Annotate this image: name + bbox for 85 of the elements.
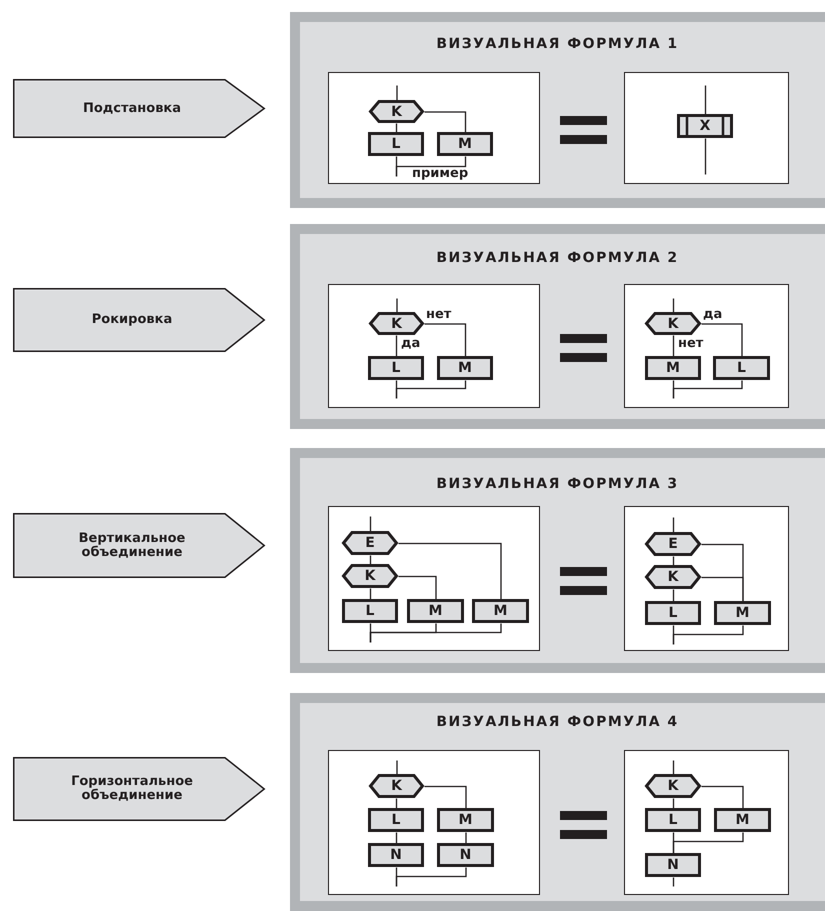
action-box: L <box>342 599 398 623</box>
formula-panel <box>290 12 825 208</box>
condition-hexagon: K <box>369 312 424 335</box>
connector-line <box>369 588 371 599</box>
panel-title: ВИЗУАЛЬНАЯ ФОРМУЛА 1 <box>435 36 680 52</box>
formula-frame <box>328 750 540 895</box>
action-box: N <box>645 853 701 877</box>
formula-panel <box>290 448 825 673</box>
connector-line <box>672 335 674 356</box>
action-box: M <box>407 599 464 623</box>
connector-line <box>672 517 674 532</box>
connector-line <box>395 867 466 886</box>
action-box: M <box>714 808 771 832</box>
connector-line <box>701 576 744 601</box>
action-box: M <box>472 599 529 623</box>
connector-line <box>672 832 744 853</box>
connector-line <box>395 380 466 398</box>
condition-hexagon: E <box>342 531 398 555</box>
formula-frame <box>624 72 789 184</box>
action-box: L <box>645 601 701 625</box>
panel-title: ВИЗУАЛЬНАЯ ФОРМУЛА 2 <box>435 250 680 266</box>
formula-frame <box>328 72 540 184</box>
arrow-tag: Рокировка <box>13 288 265 352</box>
connector-line <box>424 322 466 356</box>
formula-panel <box>290 693 825 911</box>
note-label: пример <box>412 166 468 181</box>
connector-line <box>424 785 466 808</box>
arrow-tag: Горизонтальное объединение <box>13 757 265 821</box>
panel-title: ВИЗУАЛЬНАЯ ФОРМУЛА 3 <box>435 476 680 492</box>
condition-hexagon: K <box>645 774 701 798</box>
action-box: L <box>645 808 701 832</box>
connector-line <box>672 798 674 808</box>
arrow-tag: Вертикальное объединение <box>13 513 265 578</box>
connector-line <box>704 138 706 174</box>
formula-panel <box>290 224 825 429</box>
connector-line <box>396 760 398 774</box>
arrow-tag: Подстановка <box>13 79 265 138</box>
connector-line <box>672 625 744 644</box>
connector-line <box>369 623 502 642</box>
formula-frame <box>328 284 540 408</box>
action-box: M <box>645 356 701 380</box>
formula-frame <box>624 750 789 895</box>
connector-line <box>396 298 398 312</box>
connector-line <box>424 110 466 132</box>
edge-label: нет <box>426 306 452 322</box>
connector-line <box>398 542 502 599</box>
connector-line <box>395 335 397 356</box>
connector-line <box>704 85 706 114</box>
action-box: L <box>713 356 770 380</box>
action-box: M <box>437 356 493 380</box>
connector-line <box>672 589 674 601</box>
edge-label: нет <box>678 336 704 351</box>
condition-hexagon: K <box>645 565 701 589</box>
condition-hexagon: K <box>369 100 424 123</box>
action-box: L <box>368 356 424 380</box>
action-box: L <box>368 808 424 832</box>
edge-label: да <box>401 336 420 351</box>
connector-line <box>701 322 742 356</box>
action-box: N <box>368 843 424 867</box>
connector-line <box>395 156 466 176</box>
connector-line <box>395 798 397 808</box>
connector-line <box>701 785 744 808</box>
condition-hexagon: E <box>645 532 701 556</box>
action-box: N <box>437 843 494 867</box>
connector-line <box>369 516 371 531</box>
connector-line <box>395 832 397 843</box>
connector-line <box>672 298 674 312</box>
connector-line <box>464 832 466 843</box>
action-box: M <box>714 601 771 625</box>
formula-frame <box>328 506 540 651</box>
formula-frame <box>624 506 789 651</box>
connector-line <box>398 575 436 599</box>
edge-label: да <box>703 306 722 322</box>
action-box: L <box>368 132 424 156</box>
condition-hexagon: K <box>342 564 398 588</box>
action-box: M <box>437 132 493 156</box>
action-box: M <box>437 808 494 832</box>
connector-line <box>672 760 674 774</box>
connector-line <box>672 380 742 398</box>
formula-frame <box>624 284 789 408</box>
connector-line <box>396 85 398 100</box>
condition-hexagon: K <box>645 312 701 335</box>
panel-title: ВИЗУАЛЬНАЯ ФОРМУЛА 4 <box>435 714 680 730</box>
process-box: X <box>677 114 733 138</box>
condition-hexagon: K <box>369 774 424 798</box>
